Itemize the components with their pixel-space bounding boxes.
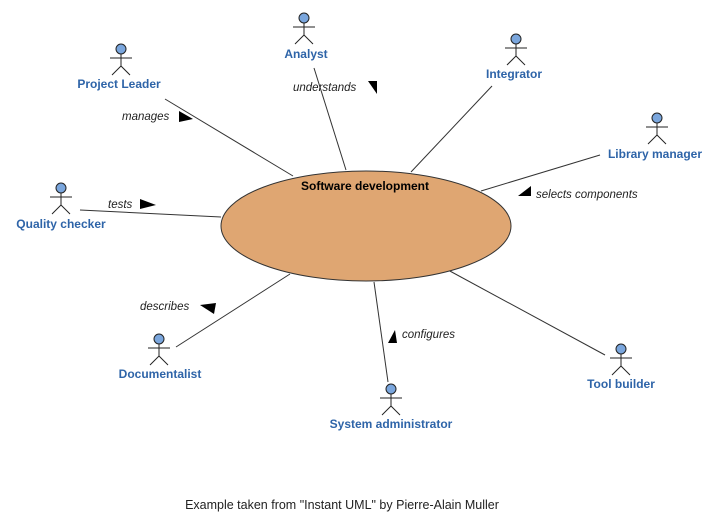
actor-stick-figure-icon: [646, 112, 668, 145]
use-case-software-development[interactable]: Software development: [220, 170, 512, 282]
actor-label: Tool builder: [587, 377, 655, 391]
use-case-label: Software development: [301, 179, 429, 193]
actor-label: Documentalist: [119, 367, 202, 381]
actor-documentalist[interactable]: Documentalist: [119, 333, 202, 381]
actor-analyst[interactable]: Analyst: [284, 12, 328, 61]
actor-stick-figure-icon: [293, 12, 315, 45]
association-lines: [79, 67, 606, 383]
actor-label: System administrator: [330, 417, 453, 431]
actor-stick-figure-icon: [610, 343, 632, 376]
use-case-ellipse: [220, 170, 512, 282]
actor-integrator[interactable]: Integrator: [486, 33, 542, 81]
direction-arrow-icon: [518, 186, 531, 196]
actor-label: Library manager: [608, 147, 702, 161]
actor-library-manager[interactable]: Library manager: [608, 112, 702, 161]
actor-label: Quality checker: [16, 217, 106, 231]
direction-arrow-icon: [140, 199, 156, 209]
association-label: tests: [108, 199, 133, 211]
association-manages: manages: [122, 111, 193, 123]
line-library-manager: [480, 154, 601, 192]
diagram-caption: Example taken from "Instant UML" by Pier…: [185, 498, 499, 512]
actor-label: Project Leader: [77, 77, 161, 91]
direction-arrow-icon: [388, 330, 397, 343]
association-label: selects components: [536, 189, 638, 201]
line-documentalist: [175, 273, 291, 348]
association-selects-components: selects components: [518, 186, 638, 201]
actor-quality-checker[interactable]: Quality checker: [16, 182, 106, 231]
line-analyst: [313, 67, 347, 171]
actor-label: Integrator: [486, 67, 542, 81]
association-label: describes: [140, 301, 189, 313]
association-configures: configures: [388, 329, 455, 343]
actor-system-administrator[interactable]: System administrator: [330, 383, 453, 431]
association-label: manages: [122, 111, 170, 123]
association-tests: tests: [108, 199, 156, 211]
direction-arrow-icon: [368, 81, 377, 94]
actor-tool-builder[interactable]: Tool builder: [587, 343, 655, 391]
actor-stick-figure-icon: [50, 182, 72, 215]
line-system-administrator: [373, 281, 389, 383]
actor-label: Analyst: [284, 47, 327, 61]
actor-stick-figure-icon: [110, 43, 132, 76]
actor-stick-figure-icon: [505, 33, 527, 66]
line-tool-builder: [447, 269, 606, 356]
association-describes: describes: [140, 301, 216, 314]
direction-arrow-icon: [179, 111, 193, 122]
line-project-leader: [164, 98, 294, 177]
association-label: understands: [293, 82, 357, 94]
line-integrator: [410, 85, 493, 173]
actor-project-leader[interactable]: Project Leader: [77, 43, 161, 91]
line-quality-checker: [79, 209, 222, 218]
actor-stick-figure-icon: [380, 383, 402, 416]
actor-stick-figure-icon: [148, 333, 170, 366]
association-label: configures: [402, 329, 455, 341]
direction-arrow-icon: [200, 303, 216, 314]
association-understands: understands: [293, 81, 377, 94]
